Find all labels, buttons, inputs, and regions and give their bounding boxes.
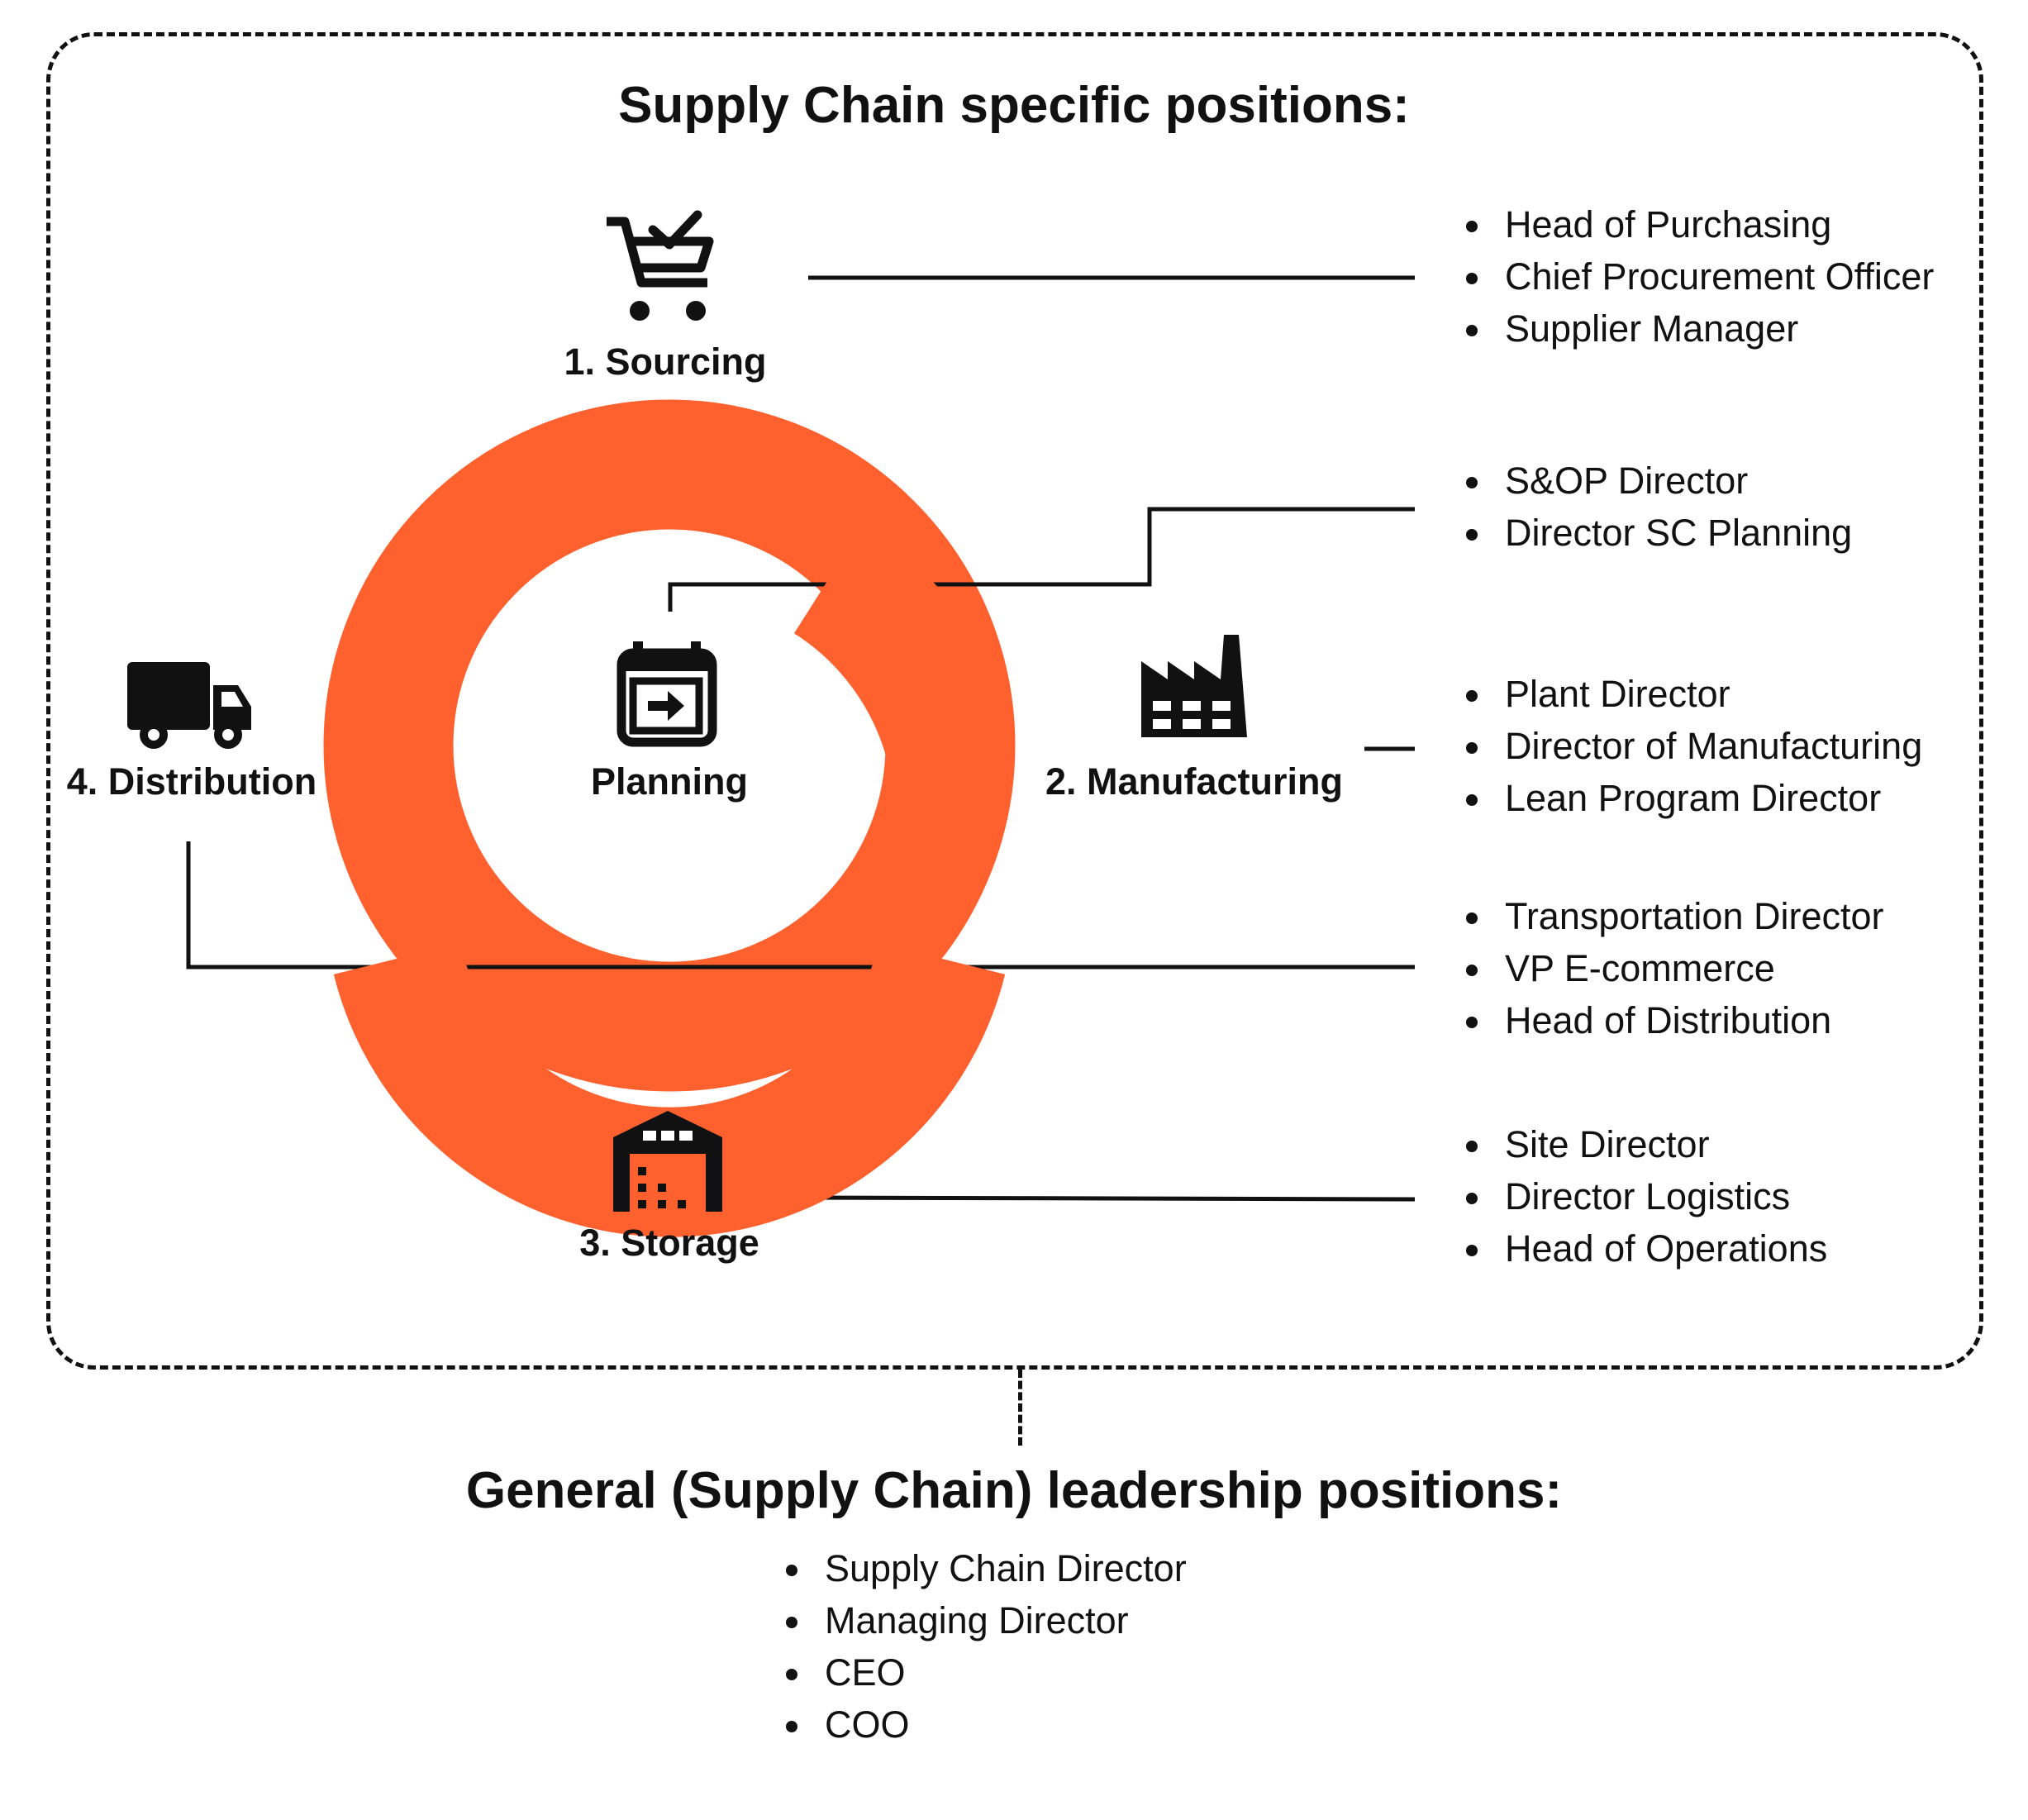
list-item: Supplier Manager <box>1459 303 1934 355</box>
list-item: Transportation Director <box>1459 890 1884 942</box>
shopping-cart-check-icon <box>607 210 714 321</box>
factory-icon <box>1141 635 1247 737</box>
list-item: COO <box>779 1699 1187 1751</box>
manufacturing-roles-list: Plant Director Director of Manufacturing… <box>1459 668 1922 824</box>
truck-icon <box>127 662 251 749</box>
warehouse-icon <box>613 1111 722 1212</box>
stage-label-manufacturing: 2. Manufacturing <box>1045 760 1344 803</box>
frame-connector-dashed-line <box>1018 1370 1022 1446</box>
list-item: Head of Purchasing <box>1459 198 1934 250</box>
stage-label-storage: 3. Storage <box>579 1222 759 1264</box>
list-item: Lean Program Director <box>1459 772 1922 824</box>
storage-connector-line <box>807 1195 1416 1202</box>
page-title: Supply Chain specific positions: <box>618 77 1410 134</box>
stage-label-sourcing: 1. Sourcing <box>564 341 767 383</box>
sourcing-roles-list: Head of Purchasing Chief Procurement Off… <box>1459 198 1934 355</box>
stage-label-planning: Planning <box>591 760 748 803</box>
planning-connector-line <box>668 507 1415 612</box>
specific-positions-frame <box>46 32 1983 1370</box>
distribution-connector-line <box>186 841 1415 970</box>
list-item: Director Logistics <box>1459 1170 1827 1222</box>
list-item: CEO <box>779 1646 1187 1699</box>
storage-roles-list: Site Director Director Logistics Head of… <box>1459 1118 1827 1274</box>
list-item: Managing Director <box>779 1594 1187 1646</box>
list-item: Head of Distribution <box>1459 994 1884 1046</box>
calendar-arrow-icon <box>616 641 717 747</box>
ring-upper-right-segment <box>793 523 1013 764</box>
list-item: Director of Manufacturing <box>1459 720 1922 772</box>
list-item: S&OP Director <box>1459 455 1852 507</box>
ring-lower-segment <box>333 942 1006 1237</box>
stage-label-distribution: 4. Distribution <box>66 760 317 803</box>
list-item: Site Director <box>1459 1118 1827 1170</box>
list-item: VP E-commerce <box>1459 942 1884 994</box>
list-item: Supply Chain Director <box>779 1542 1187 1594</box>
general-positions-title: General (Supply Chain) leadership positi… <box>465 1462 1563 1519</box>
general-roles-list: Supply Chain Director Managing Director … <box>779 1542 1187 1751</box>
distribution-roles-list: Transportation Director VP E-commerce He… <box>1459 890 1884 1046</box>
list-item: Chief Procurement Officer <box>1459 250 1934 303</box>
planning-roles-list: S&OP Director Director SC Planning <box>1459 455 1852 559</box>
list-item: Head of Operations <box>1459 1222 1827 1274</box>
list-item: Plant Director <box>1459 668 1922 720</box>
list-item: Director SC Planning <box>1459 507 1852 559</box>
